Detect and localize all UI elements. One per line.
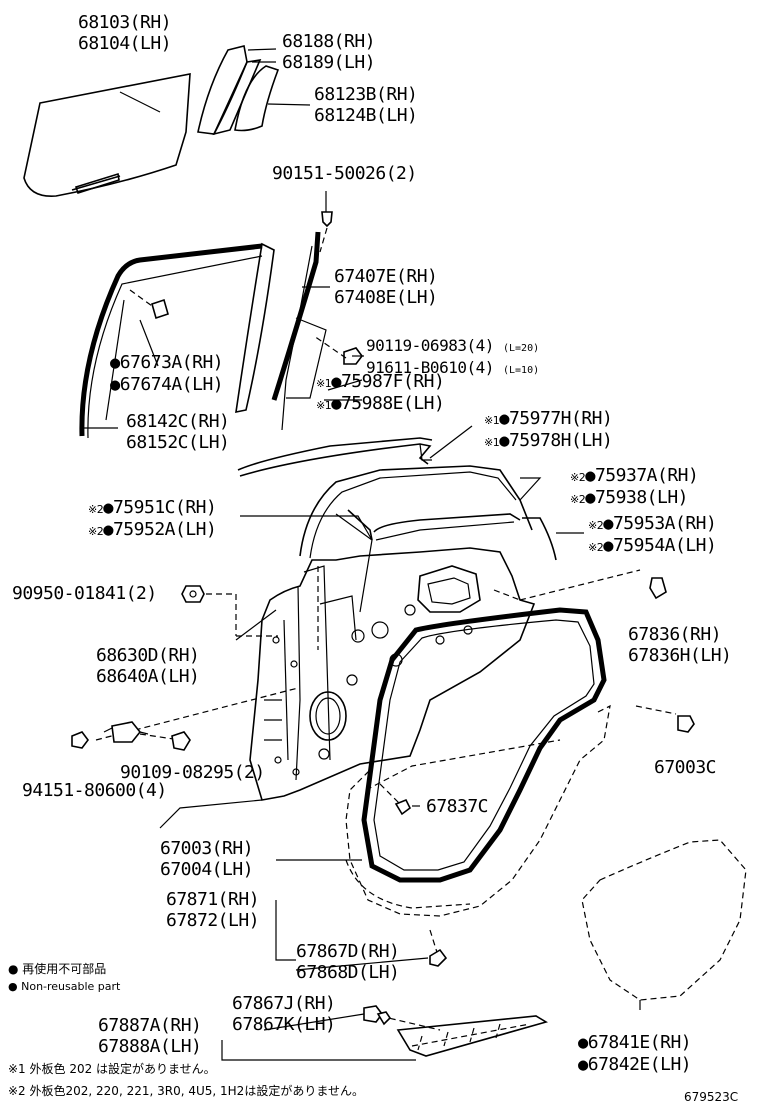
label-clip-upper: 67836(RH) 67836H(LH) (628, 624, 732, 666)
sill-clip-shape (429, 948, 448, 967)
label-nut-clip: 90950-01841(2) (12, 583, 157, 604)
belt-moulding-shape (237, 437, 433, 471)
label-run-channel: 67407E(RH) 67408E(LH) (334, 266, 438, 308)
label-frame-moulding-front: ※275951C(RH) ※275952A(LH) (88, 497, 217, 541)
nut-clip-shape (181, 585, 205, 603)
label-door-weatherstrip: 67871(RH) 67872(LH) (166, 889, 260, 931)
upper-clip-shape (649, 577, 667, 600)
label-screw-top: 90151-50026(2) (272, 163, 417, 184)
check-assy-shape (111, 721, 142, 743)
run-channel-shape (271, 231, 321, 401)
speaker-hole (309, 691, 347, 741)
label-bolt-check: 90109-08295(2) (120, 762, 265, 783)
label-door-panel: 67003(RH) 67004(LH) (160, 838, 254, 880)
door-frame-upper (299, 465, 533, 557)
label-frame-moulding-rear: ※275937A(RH) ※275938(LH) (570, 465, 699, 509)
handle-pocket (417, 565, 481, 613)
clip-shape (151, 298, 169, 320)
label-lower-seal: 67867J(RH) 67867K(LH) (232, 993, 336, 1035)
label-clip-lower: 67837C (426, 796, 489, 817)
label-bolts: 90119-06983(4) (L=20) 91611-B0610(4) (L=… (366, 336, 540, 377)
leader-glass (119, 91, 161, 113)
plug-shape (677, 715, 695, 733)
label-nut-check: 94151-80600(4) (22, 780, 167, 801)
footnote-2: ※2 外板色202, 220, 221, 3R0, 4U5, 1H2は設定があり… (8, 1084, 364, 1098)
label-glass: 68103(RH) 68104(LH) (78, 12, 172, 54)
door-weatherstrip-shape (361, 607, 607, 883)
weatherstrip-outer-shape (79, 243, 263, 437)
nut-check-shape (71, 731, 89, 749)
lower-clip-shape (394, 798, 412, 816)
screw-shape (321, 211, 333, 228)
label-frame-moulding-side: ※275953A(RH) ※275954A(LH) (588, 513, 717, 557)
label-glass-run: 67673A(RH) 67674A(LH) (110, 352, 224, 396)
glass-bottom-channel (71, 175, 121, 191)
label-service-hole-cover: 67841E(RH) 67842E(LH) (578, 1032, 692, 1076)
label-belt-moulding: ※175977H(RH) ※175978H(LH) (484, 408, 613, 452)
sill-weatherstrip-dashed (345, 704, 611, 917)
diagram-code: 679523C (684, 1090, 739, 1104)
quarter-frame-shape (197, 45, 248, 135)
label-sill-weatherstrip: 67867D(RH) 67868D(LH) (296, 941, 400, 983)
door-inner-panel (249, 547, 536, 801)
label-check-assy: 68630D(RH) 68640A(LH) (96, 645, 200, 687)
seal-clip-shape (363, 1005, 383, 1023)
quarter-glass-shape (234, 65, 280, 132)
label-pillar-garnish: ※175987F(RH) ※175988E(LH) (316, 371, 445, 415)
label-quarter-glass: 68123B(RH) 68124B(LH) (314, 84, 418, 126)
label-rocker-moulding: 67887A(RH) 67888A(LH) (98, 1015, 202, 1057)
footnote-1: ※1 外板色 202 は設定がありません。 (8, 1062, 216, 1076)
rocker-moulding-shape (396, 1015, 548, 1057)
bolt-check-shape (171, 731, 191, 751)
legend-en: ● Non-reusable part (8, 980, 121, 993)
label-weatherstrip-outer: 68142C(RH) 68152C(LH) (126, 411, 230, 453)
label-plug: 67003C (654, 757, 717, 778)
label-quarter-frame: 68188(RH) 68189(LH) (282, 31, 376, 73)
service-hole-cover-shape (581, 839, 747, 1001)
legend-jp: ● 再使用不可部品 (8, 962, 107, 976)
